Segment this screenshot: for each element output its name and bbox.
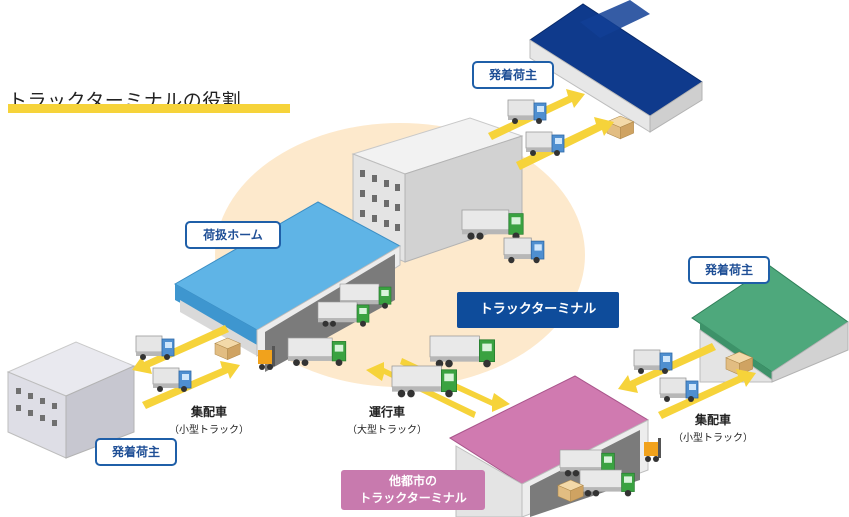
truck-icon <box>135 335 175 361</box>
truck-terminal-label: トラックターミナル <box>457 292 619 328</box>
forklift-icon <box>258 346 275 370</box>
other-terminal-line2: トラックターミナル <box>359 491 467 505</box>
collection-right-title: 集配車 <box>694 413 731 427</box>
truck-icon <box>152 367 192 393</box>
collection-vehicle-right-caption: 集配車 （小型トラック） <box>668 411 758 444</box>
warehouse-icon <box>691 265 849 383</box>
other-terminal-line1: 他都市の <box>388 474 437 488</box>
warehouse-icon <box>529 0 703 133</box>
line-haul-caption: 運行車 （大型トラック） <box>342 403 432 436</box>
shipper-right-tag: 発着荷主 <box>688 256 770 284</box>
line-haul-sub: （大型トラック） <box>347 425 427 436</box>
office-building-icon <box>6 341 136 459</box>
truck-icon <box>659 377 699 403</box>
collection-left-sub: （小型トラック） <box>169 425 249 436</box>
collection-right-sub: （小型トラック） <box>673 433 753 444</box>
shipper-left-tag: 発着荷主 <box>95 438 177 466</box>
shipper-top-tag: 発着荷主 <box>472 61 554 89</box>
title-underline <box>8 104 290 113</box>
collection-left-title: 集配車 <box>190 405 227 419</box>
loading-platform-tag: 荷扱ホーム <box>185 221 281 249</box>
truck-icon <box>579 469 635 497</box>
forklift-icon <box>644 438 661 462</box>
collection-vehicle-left-caption: 集配車 （小型トラック） <box>164 403 254 436</box>
other-terminal-label: 他都市の トラックターミナル <box>341 470 485 510</box>
line-haul-title: 運行車 <box>368 405 405 419</box>
